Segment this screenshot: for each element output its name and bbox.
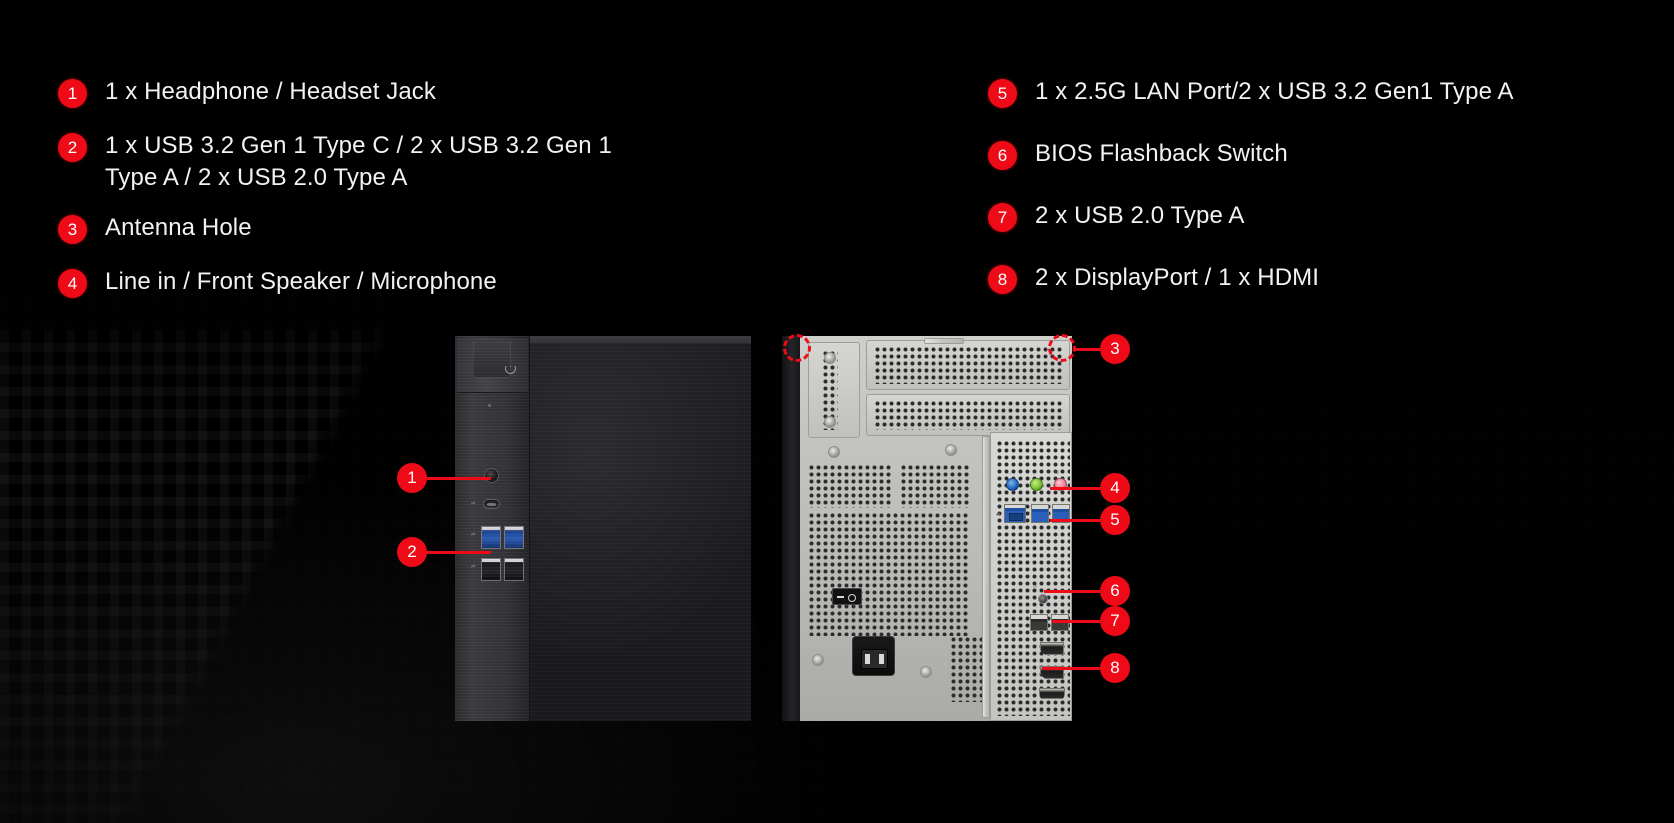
legend-badge-6: 6 [988, 141, 1017, 170]
legend-label-6: BIOS Flashback Switch [1035, 140, 1288, 167]
callout-badge-4: 4 [1100, 473, 1130, 503]
legend-label-4: Line in / Front Speaker / Microphone [105, 268, 497, 295]
callout-badge-6: 6 [1100, 576, 1130, 606]
audio-jack-line-in[interactable] [1006, 478, 1019, 491]
legend-badge-2: 2 [58, 133, 87, 162]
legend-badge-8: 8 [988, 265, 1017, 294]
rear-usb3-port-2[interactable] [1052, 504, 1070, 523]
front-usb3-port-2[interactable] [504, 526, 524, 549]
callout-badge-8: 8 [1100, 653, 1130, 683]
leader-line-6 [1044, 590, 1100, 593]
hdmi-port[interactable] [1039, 688, 1065, 699]
bios-flashback-glyph-icon: ⟳ [1033, 584, 1038, 590]
legend-item-4: 4 Line in / Front Speaker / Microphone [58, 266, 758, 298]
leader-line-1 [423, 477, 491, 480]
legend-right-column: 5 1 x 2.5G LAN Port/2 x USB 3.2 Gen1 Typ… [988, 76, 1648, 316]
legend-badge-5: 5 [988, 79, 1017, 108]
leader-line-2 [423, 551, 491, 554]
leader-line-8 [1042, 667, 1100, 670]
legend-item-2: 2 1 x USB 3.2 Gen 1 Type C / 2 x USB 3.2… [58, 130, 758, 194]
front-usb3-port-1[interactable] [481, 526, 501, 549]
front-typec-glyph-icon: ⇄ [471, 501, 476, 507]
rear-bracket-screw-bottom [824, 416, 836, 428]
rear-chassis-vent [900, 464, 970, 508]
rear-usb3-port-1[interactable] [1031, 504, 1049, 523]
lan-port-2-5g[interactable] [1004, 504, 1026, 523]
front-usb3-glyph-icon: ⇄ [471, 532, 476, 538]
legend-left-column: 1 1 x Headphone / Headset Jack 2 1 x USB… [58, 76, 758, 320]
leader-line-3 [1074, 348, 1100, 351]
legend-item-3: 3 Antenna Hole [58, 212, 758, 244]
antenna-hole-marker-right [1048, 334, 1076, 362]
front-speaker-glyph-icon: → [1031, 470, 1036, 476]
power-inlet-c14[interactable] [852, 636, 895, 676]
rear-bracket-vent [822, 350, 838, 430]
legend-label-5: 1 x 2.5G LAN Port/2 x USB 3.2 Gen1 Type … [1035, 78, 1514, 105]
legend-label-1: 1 x Headphone / Headset Jack [105, 78, 437, 105]
front-top-cap [457, 338, 528, 393]
psu-power-switch[interactable] [832, 588, 862, 605]
callout-badge-3: 3 [1100, 334, 1130, 364]
pc-front-view: ⇄ ⇄ ⇄ [455, 336, 751, 721]
antenna-hole-marker-left [783, 334, 811, 362]
front-chassis-panel [530, 336, 751, 721]
legend-badge-1: 1 [58, 79, 87, 108]
legend-badge-4: 4 [58, 269, 87, 298]
legend-item-7: 7 2 x USB 2.0 Type A [988, 200, 1648, 232]
front-io-panel: ⇄ ⇄ ⇄ [455, 336, 530, 721]
front-usb2-glyph-icon: ⇄ [471, 564, 476, 570]
status-led-icon [488, 404, 491, 407]
front-usb2-port-1[interactable] [481, 558, 501, 581]
legend-badge-3: 3 [58, 215, 87, 244]
rear-thumbscrew-left[interactable] [828, 446, 840, 458]
legend-item-5: 5 1 x 2.5G LAN Port/2 x USB 3.2 Gen1 Typ… [988, 76, 1648, 108]
rear-top-slot [924, 338, 964, 344]
legend-label-2: 1 x USB 3.2 Gen 1 Type C / 2 x USB 3.2 G… [105, 132, 612, 191]
front-panel-sheen [530, 344, 751, 721]
pc-rear-view: → → ⏻ ⇄ ⟳ [782, 336, 1072, 721]
rear-bottom-screw [812, 654, 824, 666]
rear-chassis: → → ⏻ ⇄ ⟳ [800, 336, 1072, 721]
displayport-1[interactable] [1040, 642, 1064, 655]
callout-badge-1: 1 [397, 463, 427, 493]
legend-badge-7: 7 [988, 203, 1017, 232]
rear-psu-vent-top [808, 464, 892, 508]
callout-badge-2: 2 [397, 537, 427, 567]
legend-item-1: 1 1 x Headphone / Headset Jack [58, 76, 758, 108]
callout-badge-5: 5 [1100, 505, 1130, 535]
rear-psu-vent-main [808, 512, 970, 636]
rear-second-vent [874, 400, 1064, 430]
power-button[interactable] [473, 340, 516, 378]
legend-item-6: 6 BIOS Flashback Switch [988, 138, 1648, 170]
callout-badge-7: 7 [1100, 606, 1130, 636]
rear-lower-vent [950, 636, 986, 702]
rear-side-panel-edge [782, 336, 800, 721]
rear-bottom-screw-2 [920, 666, 932, 678]
rear-bracket-screw-top [824, 352, 836, 364]
legend-label-3: Antenna Hole [105, 214, 252, 241]
usb3-glyph-icon: ⇄ [996, 512, 1001, 518]
leader-line-5 [1050, 519, 1100, 522]
rear-thumbscrew-right[interactable] [945, 444, 957, 456]
legend-item-8: 8 2 x DisplayPort / 1 x HDMI [988, 262, 1648, 294]
power-icon [505, 366, 516, 374]
microphone-glyph-icon: ⏻ [1055, 470, 1059, 476]
front-headphone-jack[interactable] [484, 468, 499, 483]
leader-line-4 [1050, 487, 1100, 490]
leader-line-7 [1052, 620, 1100, 623]
front-usb2-port-2[interactable] [504, 558, 524, 581]
front-usb-typec-port[interactable] [483, 499, 500, 509]
rear-top-vent [874, 346, 1064, 384]
audio-jack-front-speaker[interactable] [1030, 478, 1043, 491]
rear-usb2-port-1[interactable] [1030, 614, 1048, 631]
line-in-glyph-icon: → [1007, 470, 1012, 476]
legend-label-8: 2 x DisplayPort / 1 x HDMI [1035, 264, 1320, 291]
rear-io-shield-rail [982, 436, 990, 718]
legend-label-7: 2 x USB 2.0 Type A [1035, 202, 1245, 229]
bios-flashback-button[interactable] [1038, 594, 1048, 604]
